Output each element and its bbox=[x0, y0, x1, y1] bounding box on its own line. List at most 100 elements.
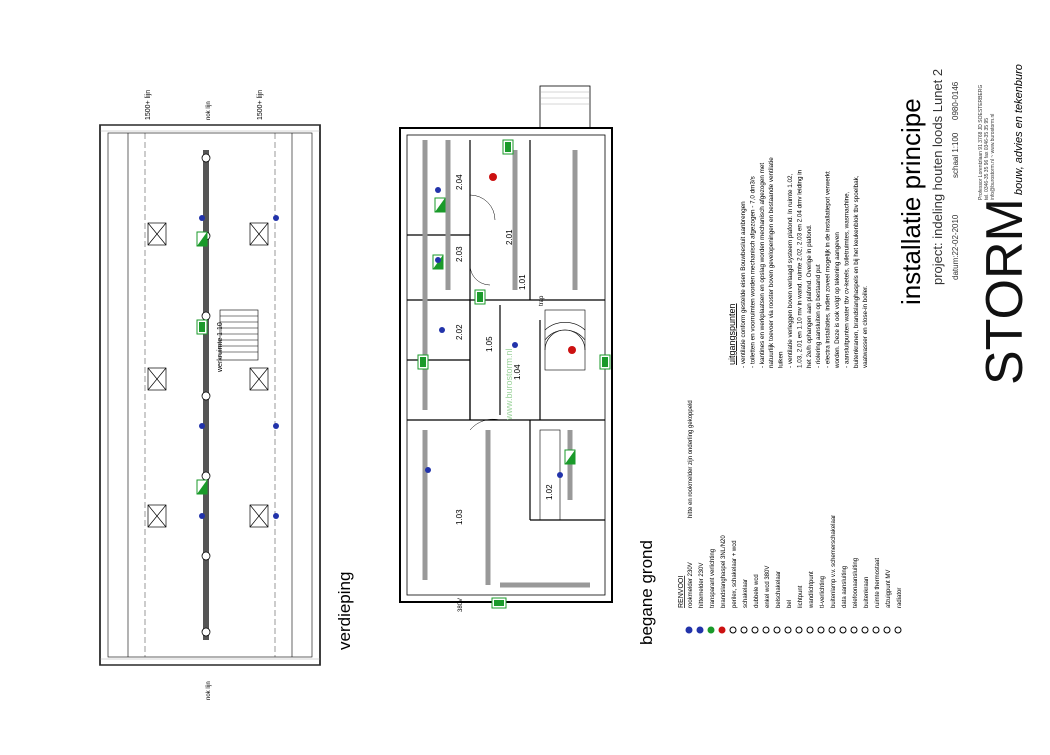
room-2-04: 2.04 bbox=[455, 174, 464, 190]
note-line: - electra installaties, indien zoveel mo… bbox=[825, 171, 832, 368]
watermark: www.burostorm.nl bbox=[504, 348, 514, 421]
legend-item: buitenkraan bbox=[861, 577, 870, 634]
legend-label: hittemelder 230V bbox=[699, 563, 705, 608]
legend-item: lichtpunt bbox=[795, 585, 804, 634]
porch-hatch bbox=[540, 91, 590, 105]
power-380v-label: 380V bbox=[458, 598, 464, 612]
legend-item: wandlichtpunt bbox=[806, 571, 815, 634]
hose-reels bbox=[489, 173, 576, 354]
exhaust-icon bbox=[883, 626, 891, 634]
ground-floor-plan: www.burostorm.nl 2.04 2.03 2.02 2.01 1.0… bbox=[399, 85, 656, 645]
legend-item: perilex, schakelaar + wcd bbox=[729, 540, 738, 634]
address-line-3: info@burostorm.nl ~ www.burostorm.nl bbox=[990, 114, 996, 200]
address-line-2: tel. 0346-35 35 96 fax 0346-35 35 95 bbox=[984, 118, 990, 200]
notes-title: uitgangspunten bbox=[727, 303, 737, 365]
ground-stair-label: trap bbox=[539, 295, 545, 306]
room-2-03: 2.03 bbox=[455, 246, 464, 262]
upper-stair bbox=[219, 309, 259, 361]
light-point-icon bbox=[795, 626, 803, 634]
detector-note: hitte en rookmelder zijn onderling gekop… bbox=[688, 400, 694, 518]
room-1-05: 1.05 bbox=[485, 336, 494, 352]
upper-detectors bbox=[199, 215, 279, 519]
drawing-heading: installatie principe bbox=[896, 98, 926, 305]
smoke-detector-icon bbox=[685, 626, 693, 634]
scale-line: schaal 1:100 bbox=[951, 132, 960, 178]
legend-label: afzuigpunt MV bbox=[886, 570, 892, 608]
legend-label: wandlichtpunt bbox=[809, 571, 815, 609]
legend-label: tl-verlichting bbox=[820, 576, 826, 608]
data-outlet-icon bbox=[839, 626, 847, 634]
bell-icon bbox=[784, 626, 792, 634]
note-line: buitenkranen, brandslanghaspels en bij h… bbox=[853, 175, 860, 368]
legend-label: telefoonaansluiting bbox=[853, 558, 859, 608]
dim-label-right: 1500+ lijn bbox=[257, 90, 264, 120]
room-1-01: 1.01 bbox=[518, 274, 527, 290]
radiator-icon bbox=[894, 626, 902, 634]
legend-item: belschakelaar bbox=[773, 571, 782, 634]
legend-item: telefoonaansluiting bbox=[850, 558, 859, 634]
legend-item: transparant verlichting bbox=[707, 549, 716, 634]
roof-label-top: nok lijn bbox=[206, 101, 212, 120]
room-1-03: 1.03 bbox=[455, 509, 464, 525]
door-swings bbox=[469, 194, 501, 431]
legend-item: schakelaar bbox=[740, 579, 749, 634]
drawing-number: 0980-0146 bbox=[951, 81, 960, 120]
note-line: - ventilatie verleggen boven verlaagd sy… bbox=[787, 173, 794, 368]
skylights bbox=[147, 222, 269, 528]
tl-light-icon bbox=[817, 626, 825, 634]
legend-label: radiator bbox=[897, 588, 903, 608]
note-line: het 2e/h ophangen aan plafond. Overige i… bbox=[806, 224, 813, 368]
legend-label: schakelaar bbox=[743, 579, 749, 608]
roof-label-bottom: nok lijn bbox=[206, 681, 212, 700]
legend-label: brandslanghaspel 3NL/N20 bbox=[721, 535, 727, 608]
ground-floor-title: begane grond bbox=[637, 540, 656, 645]
legend-item: afzuigpunt MV bbox=[883, 570, 892, 634]
upper-emergency-signs bbox=[196, 231, 208, 495]
legend-item: radiator bbox=[894, 588, 903, 634]
legend-item: rookmelder 230V bbox=[685, 562, 694, 634]
address-line-1: Professor Lorentzlaan 91 3768 JD SOESTER… bbox=[978, 85, 984, 200]
legend-item: dubbele wcd bbox=[751, 574, 760, 634]
legend-label: ruimte thermostaat bbox=[875, 558, 881, 608]
legend-label: belschakelaar bbox=[776, 571, 782, 608]
heat-detector-icon bbox=[696, 626, 704, 634]
legend-label: buitenlamp v.v. schemerschakelaar bbox=[831, 515, 837, 608]
legend: RENVOOI rookmelder 230V hittemelder 230V t… bbox=[678, 400, 903, 634]
bell-switch-icon bbox=[773, 626, 781, 634]
switch-socket-icon bbox=[729, 626, 737, 634]
legend-label: dubbele wcd bbox=[754, 574, 760, 608]
double-socket-icon bbox=[751, 626, 759, 634]
legend-item: buitenlamp v.v. schemerschakelaar bbox=[828, 515, 837, 634]
title-block: installatie principe project: indeling h… bbox=[896, 64, 1034, 385]
thermostat-icon bbox=[872, 626, 880, 634]
note-line: - ventilatie conform gestelde eisen Bouw… bbox=[740, 201, 747, 368]
notes-lines: - ventilatie conform gestelde eisen Bouw… bbox=[740, 157, 869, 369]
legend-label: buitenkraan bbox=[864, 577, 870, 608]
socket-380v-icon bbox=[762, 626, 770, 634]
room-2-01: 2.01 bbox=[505, 229, 514, 245]
legend-item: brandslanghaspel 3NL/N20 bbox=[718, 535, 727, 634]
note-line: - aansluitpunten water tbv cv-ketels, to… bbox=[843, 191, 850, 368]
room-label-1-10: werkruimte 1.10 bbox=[217, 322, 224, 373]
note-line: worden. Deze is ook volgt op tekening aa… bbox=[834, 232, 841, 369]
ground-emergency-signs bbox=[417, 139, 611, 609]
note-line: - kantines en werkplaatsen en opslag wor… bbox=[759, 163, 766, 368]
outdoor-lamp-icon bbox=[828, 626, 836, 634]
legend-label: lichtpunt bbox=[798, 585, 804, 608]
upper-floor-plan: werkruimte 1.10 nok lijn nok lijn 1500+ … bbox=[99, 90, 354, 700]
date-line: datum:22-02-2010 bbox=[951, 214, 960, 280]
legend-title: RENVOOI bbox=[678, 576, 685, 608]
room-2-02: 2.02 bbox=[455, 324, 464, 340]
legend-label: transparant verlichting bbox=[710, 549, 716, 608]
roof-edge-hatch bbox=[100, 124, 320, 666]
legend-label: perilex, schakelaar + wcd bbox=[732, 540, 738, 608]
dim-label-left: 1500+ lijn bbox=[145, 90, 152, 120]
legend-label: enkel wcd 380V bbox=[765, 566, 771, 608]
hose-reel-icon bbox=[718, 626, 726, 634]
outdoor-tap-icon bbox=[861, 626, 869, 634]
switch-icon bbox=[740, 626, 748, 634]
legend-item: bel bbox=[784, 600, 793, 634]
legend-label: data aansluiting bbox=[842, 566, 848, 608]
